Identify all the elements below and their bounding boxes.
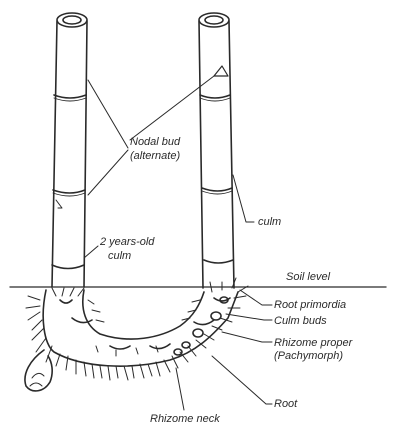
label-culm: culm <box>258 216 281 228</box>
label-two-years-old-culm: culm <box>108 250 131 262</box>
left-culm-node <box>52 265 84 269</box>
rhizome <box>25 290 238 391</box>
left-culm <box>52 13 87 287</box>
label-nodal-bud: Nodal bud <box>130 136 180 148</box>
right-culm-node <box>200 95 230 98</box>
culm-bud <box>211 312 221 320</box>
label-soil-level: Soil level <box>286 271 330 283</box>
right-culm <box>199 13 234 288</box>
label-culm-buds: Culm buds <box>274 315 327 327</box>
label-root-primordia: Root primordia <box>274 299 346 311</box>
label-rhizome-proper: Rhizome proper <box>274 337 352 349</box>
culm-bud <box>174 349 182 355</box>
label-rhizome-type: (Pachymorph) <box>274 350 343 362</box>
left-culm-node <box>53 190 85 193</box>
nodal-bud-shape <box>214 66 228 76</box>
right-culm-node <box>202 188 232 191</box>
label-root: Root <box>274 398 297 410</box>
label-nodal-bud-note: (alternate) <box>130 150 180 162</box>
culm-bud <box>193 329 203 337</box>
label-two-years-old: 2 years-old <box>100 236 154 248</box>
left-culm-node <box>54 95 86 98</box>
label-rhizome-neck: Rhizome neck <box>150 413 220 425</box>
